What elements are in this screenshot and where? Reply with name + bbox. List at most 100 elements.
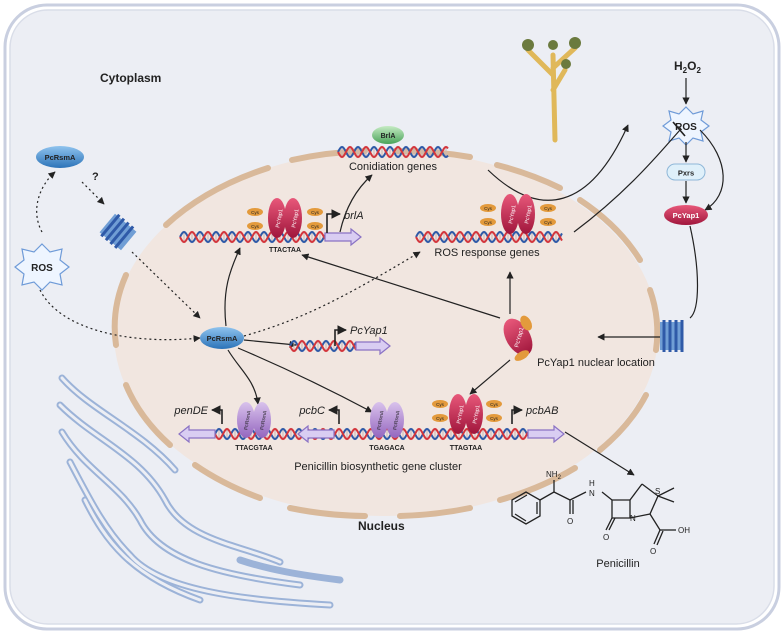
pcbab-gene-label: pcbAB (525, 405, 558, 417)
yap-label-brla-b: PcYap1 (291, 209, 300, 229)
cys-brla-3: Cys (311, 210, 319, 215)
ros-left-burst-icon (14, 243, 70, 291)
pcrsma-left-node (36, 146, 84, 168)
arrow-cluster-penicillin (564, 431, 635, 476)
cytoplasm-label: Cytoplasm (100, 71, 161, 85)
dna-conidiation (337, 145, 449, 159)
penicillin-h: H (589, 479, 595, 488)
rsma-label-pcbc-a: PcRsmA (376, 410, 385, 431)
rsma-label-pcbc-b: PcRsmA (392, 410, 401, 431)
rsma-label-pende-a: PcRsmA (243, 410, 252, 431)
gene-arrow-pcyap1 (355, 336, 391, 356)
conidiophore-icon (522, 37, 581, 143)
penicillin-n1: N (589, 489, 595, 498)
cys-pcbab-4: Cys (490, 416, 498, 421)
yap-label-pcbab-b: PcYap1 (472, 405, 481, 425)
cys-pcbab-1: Cys (436, 402, 444, 407)
arrow-yap-pcbab (469, 359, 511, 395)
pcyap1-dimer-ros (480, 194, 556, 234)
pcrsma-center-label: PcRsmA (207, 334, 238, 343)
arrow-yap-brla (301, 253, 501, 319)
penicillin-nh2: NH2 (546, 470, 562, 481)
nucleus-label: Nucleus (358, 519, 405, 533)
cys-pcbab-2: Cys (436, 416, 444, 421)
motif-pende: TTACGTAA (235, 445, 272, 452)
pxrs-node (666, 163, 706, 181)
gene-arrow-pcbab (527, 424, 565, 444)
motif-brla: TTACTAA (269, 247, 301, 254)
pcrsma-left-label: PcRsmA (45, 153, 76, 162)
brla-gene-label: brlA (344, 210, 364, 222)
ros-left-label: ROS (31, 263, 53, 274)
penicillin-o3: O (650, 547, 656, 556)
dna-brla (179, 230, 326, 244)
arrow-pore-pcrsma (131, 251, 201, 319)
cys-ros-1: Cys (484, 206, 492, 211)
yap-label-brla-a: PcYap1 (275, 209, 284, 229)
dna-pcyap1 (289, 339, 357, 353)
gene-arrow-pcbc (297, 424, 335, 444)
pcyap1-dimer-brla (247, 198, 323, 238)
brla-protein-label: BrlA (381, 133, 396, 140)
cys-brla-1: Cys (251, 210, 259, 215)
promoter-pcyap1 (334, 325, 347, 346)
nuclear-pore-right (660, 320, 684, 352)
pxrs-label: Pxrs (678, 169, 694, 178)
penicillin-s: S (655, 487, 660, 496)
ros-top-label: ROS (675, 122, 697, 133)
penicillin-structure (511, 480, 676, 546)
rsma-label-pende-b: PcRsmA (259, 410, 268, 431)
cys-brla-4: Cys (311, 224, 319, 229)
arrow-brla-conidiation (339, 174, 373, 233)
nuclear-pore-left (99, 213, 137, 251)
penicillin-label: Penicillin (596, 558, 639, 570)
motif-pcbc: TGAGACA (369, 445, 404, 452)
pende-gene-label: penDE (173, 405, 208, 417)
arrow-pcrsma-pcyap1 (243, 339, 297, 348)
penicillin-n2: N (630, 514, 636, 523)
penicillin-o2: O (603, 533, 609, 542)
cys-ros-4: Cys (544, 220, 552, 225)
promoter-pcbc (328, 405, 340, 424)
gene-arrow-pende (178, 424, 216, 444)
promoter-pcbab (511, 405, 523, 424)
yap-label-ros-b: PcYap1 (524, 205, 533, 225)
conidiation-genes-label: Conidiation genes (349, 161, 438, 173)
inhibition-ros-response (573, 129, 681, 233)
arrow-pcrsma-brla (224, 247, 241, 327)
pcyap1-nuclear-label: PcYap1 (514, 326, 525, 348)
motif-pcbab: TTAGTAA (450, 445, 482, 452)
yap-label-pcbab-a: PcYap1 (456, 405, 465, 425)
question-mark: ? (92, 171, 99, 183)
nuclear-location-label: PcYap1 nuclear location (537, 357, 655, 369)
arrow-pcrsma-ros-genes (243, 251, 421, 337)
h2o2-label: H2O2 (674, 59, 701, 75)
pcyap1-cytoplasm-node (664, 205, 708, 225)
arrow-pcrsma-pende (227, 349, 261, 405)
cys-ros-2: Cys (484, 220, 492, 225)
yap-label-ros-a: PcYap1 (508, 205, 517, 225)
arrow-pcrsma-pore (81, 181, 105, 205)
arrow-ros-pcyap1-direct (699, 129, 724, 211)
pcyap1-cytoplasm-label: PcYap1 (673, 211, 700, 220)
penicillin-o1: O (567, 517, 573, 526)
pcbc-gene-label: pcbC (298, 405, 325, 417)
cys-ros-3: Cys (544, 206, 552, 211)
pcrsma-dimer-pcbc (370, 402, 404, 438)
pcyap1-dimer-pcbab (432, 394, 502, 434)
cluster-label: Penicillin biosynthetic gene cluster (294, 461, 462, 473)
dna-ros-response (415, 230, 563, 244)
pcrsma-center-node (200, 327, 244, 349)
arrow-conidiation-up (487, 124, 629, 201)
arrow-pcrsma-pcbc (237, 347, 373, 413)
line-pcyap1-pore (689, 225, 699, 319)
pcrsma-dimer-pende (237, 402, 271, 438)
pcyap1-gene-label: PcYap1 (350, 325, 388, 337)
cys-brla-2: Cys (251, 224, 259, 229)
promoter-pende (211, 405, 223, 424)
promoter-brla (326, 209, 341, 233)
arrow-ros-pcrsma (36, 171, 56, 233)
penicillin-oh: OH (678, 526, 690, 535)
brla-protein-node (372, 126, 404, 144)
